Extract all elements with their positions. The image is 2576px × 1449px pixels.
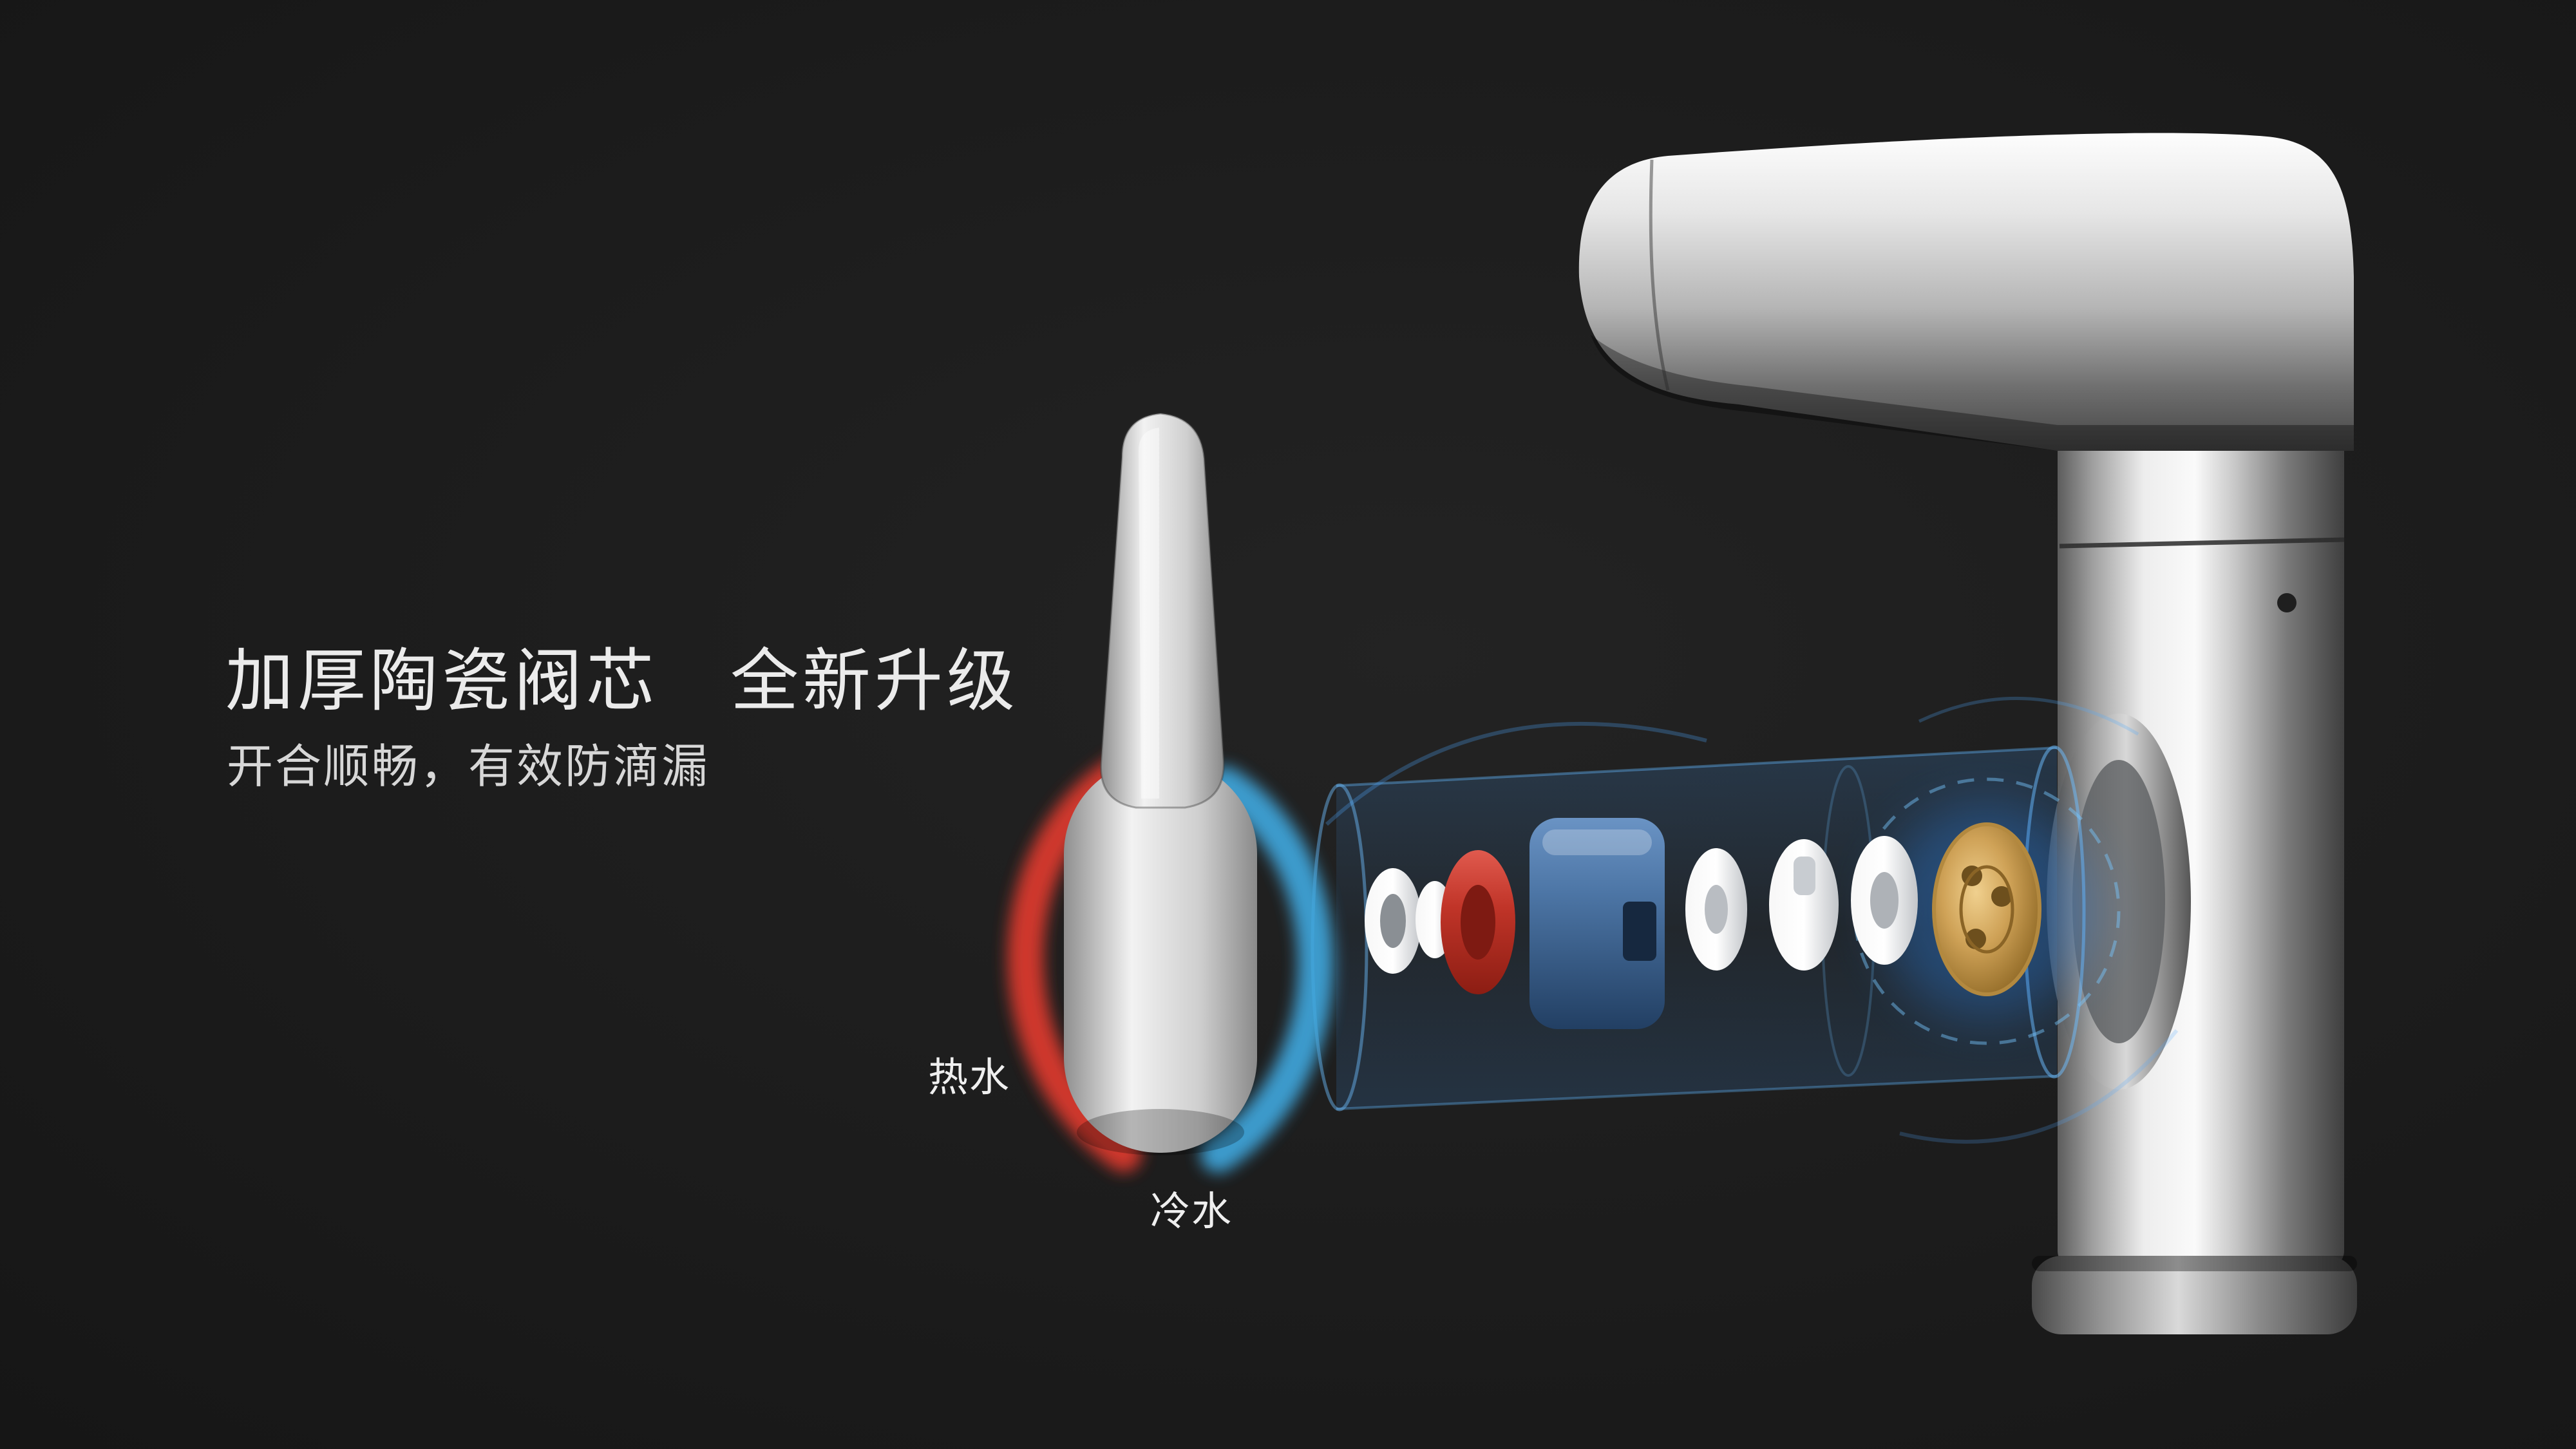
seal-ring-1-bore bbox=[1380, 894, 1406, 948]
ceramic-disc-2-notch bbox=[1794, 857, 1815, 895]
handle-lever bbox=[1099, 412, 1225, 809]
cold-water-label: 冷水 bbox=[1150, 1189, 1233, 1234]
hot-water-label: 热水 bbox=[928, 1056, 1011, 1100]
ceramic-disc-3-hole bbox=[1870, 872, 1899, 929]
cold-water-arc bbox=[1200, 766, 1334, 1173]
brass-valve-seat bbox=[1932, 822, 2041, 996]
handle-assembly bbox=[1007, 412, 1334, 1173]
column-seam-line bbox=[2059, 537, 2345, 549]
ceramic-disc-1-hole bbox=[1705, 885, 1728, 934]
faucet-spout bbox=[1578, 133, 2354, 451]
faucet-base bbox=[2032, 1256, 2357, 1334]
headline-subtitle: 开合顺畅，有效防滴漏 bbox=[227, 741, 710, 793]
spout-underside-shadow bbox=[1591, 335, 2354, 451]
beam-top-edge bbox=[1336, 746, 2058, 787]
valve-glow-ring bbox=[1853, 777, 2121, 1045]
headline-title: 加厚陶瓷阀芯 全新升级 bbox=[225, 643, 1019, 719]
energy-swirl-2 bbox=[1899, 1029, 2179, 1144]
handle-lever-highlight bbox=[1139, 428, 1159, 799]
red-seal-ring-bore bbox=[1461, 885, 1495, 960]
beam-bottom-edge bbox=[1336, 1075, 2058, 1110]
cartridge-housing-bore bbox=[2072, 760, 2165, 1043]
energy-swirl-1 bbox=[1325, 721, 1707, 826]
set-screw-hole bbox=[2277, 593, 2297, 612]
ceramic-cartridge-body bbox=[1530, 818, 1665, 1029]
handle-base bbox=[1064, 759, 1257, 1153]
valve-seat-inner-ring bbox=[1959, 865, 2014, 954]
cartridge-exploded-parts bbox=[1365, 818, 2041, 1029]
base-top-shadow bbox=[2032, 1256, 2357, 1271]
spout-mouth-seam bbox=[1649, 159, 1670, 391]
ceramic-disc-2 bbox=[1769, 839, 1839, 971]
energy-swirl-3 bbox=[1918, 696, 2139, 736]
cartridge-slot bbox=[1623, 902, 1656, 961]
valve-port-2 bbox=[1991, 886, 2012, 907]
cartridge-top-highlight bbox=[1542, 829, 1652, 855]
faucet-body bbox=[1578, 133, 2357, 1334]
handle-base-bottom-shade bbox=[1077, 1109, 1244, 1155]
